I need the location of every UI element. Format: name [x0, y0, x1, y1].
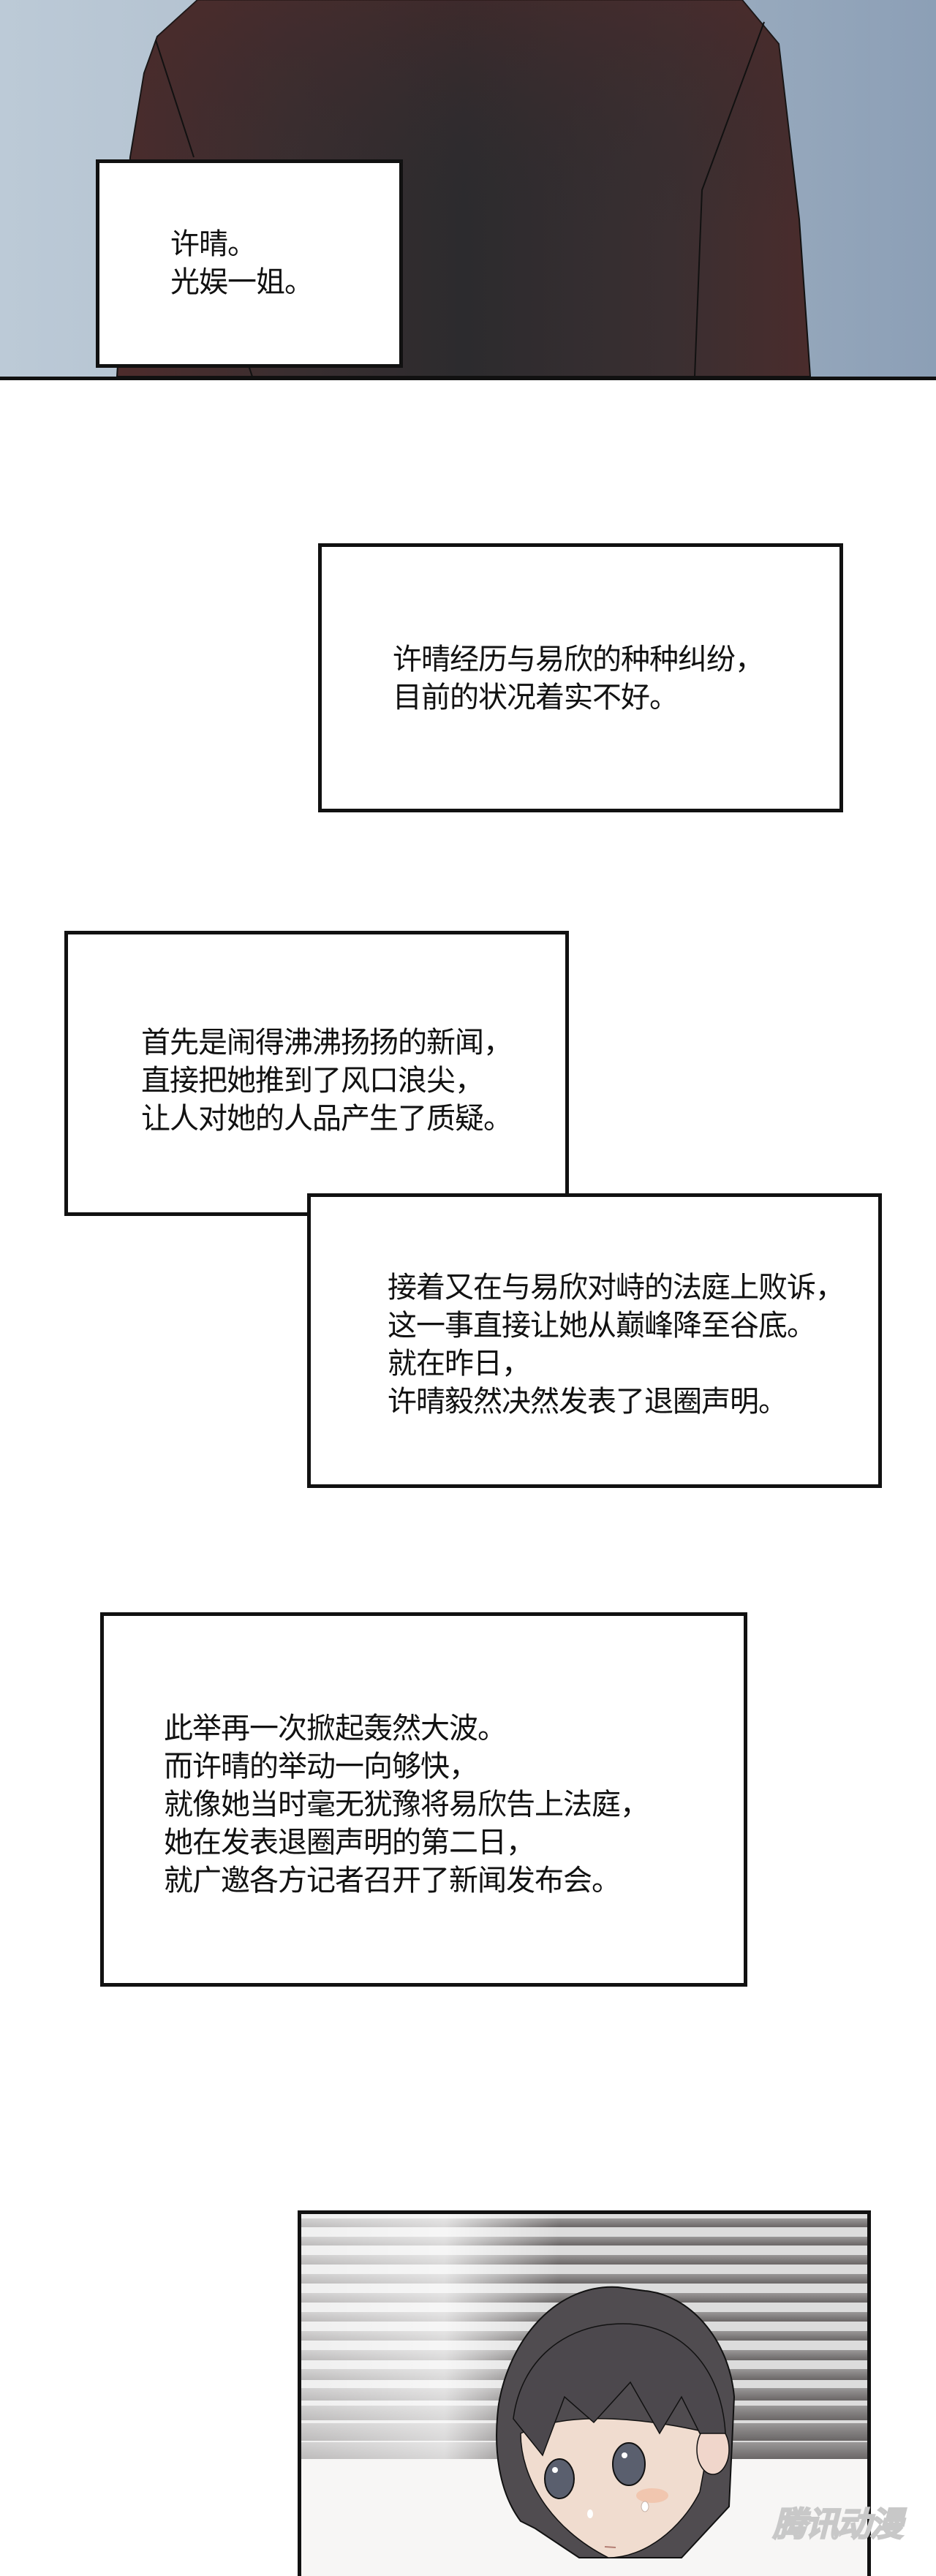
caption-line: 就广邀各方记者召开了新闻发布会。	[164, 1864, 621, 1897]
comic-panel-bottom	[298, 2210, 871, 2576]
caption-line: 首先是闹得沸沸扬扬的新闻，	[141, 1026, 513, 1060]
caption-box-name-intro: 许晴。 光娱一姐。	[96, 159, 403, 368]
caption-line: 许晴经历与易欣的种种纠纷，	[393, 643, 764, 676]
caption-line: 光娱一姐。	[170, 265, 314, 299]
caption-line: 让人对她的人品产生了质疑。	[141, 1102, 513, 1136]
caption-line: 直接把她推到了风口浪尖，	[141, 1064, 484, 1098]
caption-line: 许晴毅然决然发表了退圈声明。	[388, 1385, 788, 1419]
caption-line: 接着又在与易欣对峙的法庭上败诉，	[388, 1271, 845, 1304]
girl-blinds-illustration	[301, 2214, 867, 2565]
comic-panel-top: 许晴。 光娱一姐。	[0, 0, 936, 380]
caption-line: 许晴。	[170, 227, 257, 261]
caption-box-lawsuit: 接着又在与易欣对峙的法庭上败诉， 这一事直接让她从巅峰降至谷底。 就在昨日， 许…	[307, 1193, 882, 1488]
caption-line: 目前的状况着实不好。	[393, 681, 679, 714]
eye-left	[544, 2458, 575, 2499]
caption-box-situation: 许晴经历与易欣的种种纠纷， 目前的状况着实不好。	[318, 543, 843, 812]
watermark-logo: 腾讯动漫	[772, 2504, 904, 2545]
caption-box-news: 首先是闹得沸沸扬扬的新闻， 直接把她推到了风口浪尖， 让人对她的人品产生了质疑。	[64, 931, 569, 1216]
caption-line: 就像她当时毫无犹豫将易欣告上法庭，	[164, 1788, 649, 1821]
caption-line: 此举再一次掀起轰然大波。	[164, 1712, 507, 1745]
caption-line: 就在昨日，	[388, 1347, 531, 1380]
caption-line: 她在发表退圈声明的第二日，	[164, 1826, 535, 1859]
caption-line: 而许晴的举动一向够快，	[164, 1750, 478, 1783]
caption-box-press-conference: 此举再一次掀起轰然大波。 而许晴的举动一向够快， 就像她当时毫无犹豫将易欣告上法…	[100, 1612, 747, 1987]
eye-right	[612, 2442, 646, 2486]
caption-line: 这一事直接让她从巅峰降至谷底。	[388, 1309, 816, 1342]
